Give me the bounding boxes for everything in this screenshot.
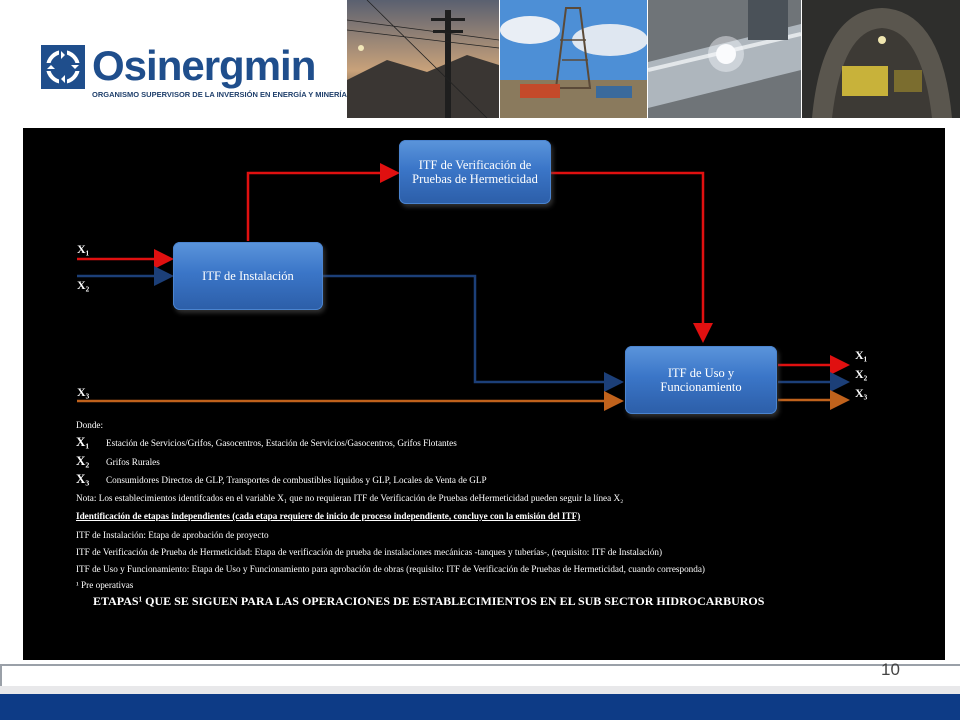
legend-x1-row: X₁ Estación de Servicios/Grifos, Gasocent… bbox=[76, 434, 457, 450]
input-label-x3: X₃ bbox=[77, 385, 90, 399]
footer-blue-band bbox=[0, 694, 960, 720]
output-label-x2: X₂ bbox=[855, 367, 868, 381]
oil-rig-photo bbox=[500, 0, 647, 118]
node-itf-instalacion: ITF de Instalación bbox=[173, 242, 323, 310]
legend-x1-text: Estación de Servicios/Grifos, Gasocentro… bbox=[106, 438, 457, 448]
legend-x2-symbol: X₂ bbox=[76, 453, 90, 468]
legend-etapa-verificacion: ITF de Verificación de Prueba de Hermeti… bbox=[76, 547, 663, 557]
legend-donde: Donde: bbox=[76, 420, 104, 430]
footer-divider bbox=[0, 664, 960, 666]
legend-etapa-uso: ITF de Uso y Funcionamiento: Etapa de Us… bbox=[76, 564, 705, 574]
legend-identificacion: Identificación de etapas independientes … bbox=[76, 511, 581, 521]
footer-light-band bbox=[0, 686, 960, 694]
legend-nota: Nota: Los establecimientos identifcados … bbox=[76, 493, 624, 503]
output-label-x1: X₁ bbox=[855, 348, 868, 362]
osinergmin-emblem-icon bbox=[41, 45, 85, 89]
pipeline-welding-photo bbox=[648, 0, 801, 118]
verificacion-to-uso-arrow bbox=[551, 171, 713, 343]
legend-x3-row: X₃ Consumidores Directos de GLP, Transpor… bbox=[76, 471, 487, 487]
osinergmin-logo: Osinergmin ORGANISMO SUPERVISOR DE LA IN… bbox=[40, 42, 347, 104]
mine-tunnel-photo bbox=[802, 0, 960, 118]
legend-footnote: ¹ Pre operativas bbox=[76, 580, 134, 590]
output-label-x3: X₃ bbox=[855, 386, 868, 400]
x1-to-verificacion-arrow bbox=[246, 163, 400, 241]
brand-tagline: ORGANISMO SUPERVISOR DE LA INVERSIÓN EN … bbox=[92, 90, 347, 99]
legend-etapa-instalacion: ITF de Instalación: Etapa de aprobación … bbox=[76, 530, 269, 540]
legend-x1-symbol: X₁ bbox=[76, 434, 90, 449]
process-flow-arrows bbox=[77, 163, 850, 411]
legend-x2-row: X₂ Grifos Rurales bbox=[76, 453, 160, 469]
input-label-x1: X₁ bbox=[77, 242, 90, 256]
x2-to-uso-arrow bbox=[323, 274, 624, 392]
header-photo-strip bbox=[347, 0, 960, 118]
process-diagram-panel: ITF de Verificación de Pruebas de Hermet… bbox=[23, 128, 945, 660]
power-lines-photo bbox=[347, 0, 499, 118]
page-number: 10 bbox=[881, 660, 900, 679]
input-label-x2: X₂ bbox=[77, 278, 90, 292]
footer-frame-edge bbox=[0, 666, 2, 688]
legend-x3-text: Consumidores Directos de GLP, Transporte… bbox=[106, 475, 487, 485]
legend-x2-text: Grifos Rurales bbox=[106, 457, 160, 467]
node-itf-verificacion: ITF de Verificación de Pruebas de Hermet… bbox=[399, 140, 551, 204]
diagram-caption: ETAPAS¹ QUE SE SIGUEN PARA LAS OPERACION… bbox=[93, 594, 765, 608]
brand-name: Osinergmin bbox=[92, 42, 316, 89]
node-itf-uso-funcionamiento: ITF de Uso y Funcionamiento bbox=[625, 346, 777, 414]
legend-x3-symbol: X₃ bbox=[76, 471, 90, 486]
